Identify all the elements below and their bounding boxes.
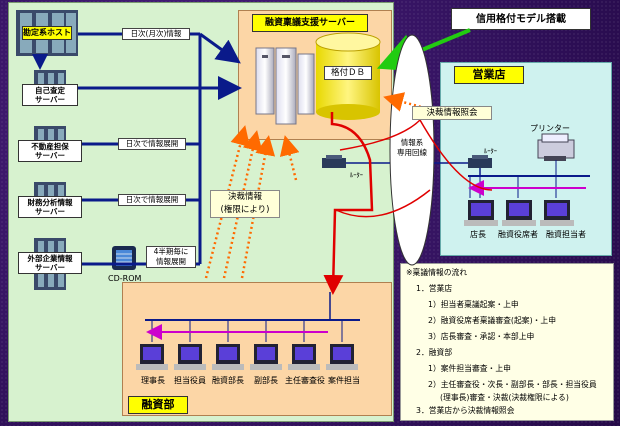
legend-panel	[400, 263, 614, 421]
hq-terminals	[136, 344, 358, 370]
printer-label: プリンター	[530, 124, 570, 133]
router-label: ﾙｰﾀｰ	[484, 147, 497, 155]
hq-terminal-label: 副部長	[254, 376, 278, 385]
terminal-icon	[174, 344, 206, 370]
router-icon	[322, 155, 346, 168]
router-icon	[468, 155, 492, 168]
legend-item: 1）担当者稟議起案・上申	[428, 300, 519, 309]
legend-item: (理事長)審査・決裁(決裁権限による)	[440, 393, 569, 402]
branch-title: 営業店	[454, 66, 524, 84]
host-label: 財務分析情報 サーバー	[18, 196, 82, 218]
terminal-icon	[326, 344, 358, 370]
link-label: 日次で情報展開	[118, 138, 186, 150]
cdrom-icon	[112, 246, 136, 270]
branch-terminal-label: 融資担当者	[546, 230, 586, 239]
server-title: 融資稟議支援サーバー	[252, 14, 368, 32]
host-label-main: 勘定系ホスト	[22, 26, 72, 40]
legend-item: 2）融資役席者稟議審査(起案)・上申	[428, 316, 556, 325]
terminal-icon	[464, 200, 498, 226]
printer-icon	[537, 133, 575, 161]
terminal-icon	[136, 344, 168, 370]
legend-item: 2．融資部	[416, 348, 453, 357]
hq-terminal-label: 担当役員	[174, 376, 206, 385]
cdrom-label: CD-ROM	[108, 274, 142, 283]
decision-query-label: 決裁情報照会	[412, 106, 492, 120]
legend-item: 3）店長審査・承認・本部上申	[428, 332, 535, 341]
network-label: 情報系 専用回線	[397, 138, 427, 157]
legend-title: ※稟議情報の流れ	[406, 268, 468, 277]
decision-info-label: 決裁情報 (権限により)	[210, 190, 280, 218]
terminal-icon	[540, 200, 574, 226]
terminal-icon	[212, 344, 244, 370]
legend-item: 1）案件担当審査・上申	[428, 364, 511, 373]
network-flow-line	[335, 189, 431, 218]
flow-arrow	[199, 32, 241, 64]
host-label: 不動産担保 サーバー	[18, 140, 82, 162]
legend-item: 2）主任審査役・次長・副部長・部長・担当役員	[428, 380, 597, 389]
link-label: 4半期毎に 情報展開	[146, 246, 196, 268]
terminal-icon	[288, 344, 320, 370]
legend-item: 1．営業店	[416, 284, 453, 293]
db-label: 格付ＤＢ	[324, 66, 372, 80]
hq-title: 融資部	[128, 396, 188, 414]
branch-terminal-label: 融資役席者	[498, 230, 538, 239]
network-flow-line	[339, 118, 493, 191]
router-label: ﾙｰﾀｰ	[350, 171, 363, 179]
hq-terminal-label: 理事長	[141, 376, 165, 385]
hq-terminal-label: 主任審査役	[285, 376, 325, 385]
branch-terminal-label: 店長	[470, 230, 486, 239]
terminal-icon	[502, 200, 536, 226]
terminal-icon	[250, 344, 282, 370]
legend-item: 3．営業店から決裁情報照会	[416, 406, 515, 415]
link-label: 日次で情報展開	[118, 194, 186, 206]
approval-flow-line	[323, 112, 374, 295]
host-label: 自己査定 サーバー	[22, 84, 78, 106]
model-callout: 信用格付モデル搭載	[451, 8, 591, 30]
link-label: 日次(月次)情報	[122, 28, 190, 40]
hq-terminal-label: 融資部長	[212, 376, 244, 385]
hq-terminal-label: 案件担当	[328, 376, 360, 385]
loan-server-icon	[255, 47, 315, 125]
host-label: 外部企業情報 サーバー	[18, 252, 82, 274]
